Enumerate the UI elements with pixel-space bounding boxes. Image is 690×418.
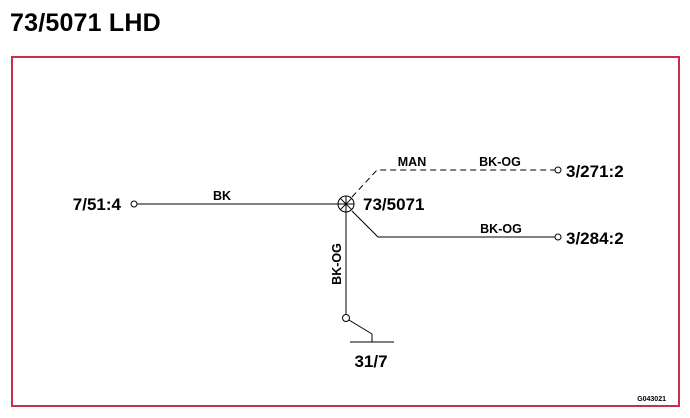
wire-left-label: BK xyxy=(213,189,231,203)
diagram-frame xyxy=(11,56,680,407)
page-title: 73/5071 LHD xyxy=(10,9,161,37)
connector-left-terminal xyxy=(130,200,138,208)
switch-arm xyxy=(348,319,373,335)
wire-top-right-dashed xyxy=(351,169,555,198)
figure-code: G043021 xyxy=(637,396,666,403)
connector-bottom-right-label: 3/284:2 xyxy=(566,229,624,248)
connector-left-label: 7/51:4 xyxy=(73,195,122,214)
wire-bottom-right xyxy=(351,210,555,238)
switch-terminal xyxy=(342,314,350,322)
connector-bottom-right-terminal xyxy=(554,233,562,241)
component-symbol xyxy=(337,195,355,213)
man-label: MAN xyxy=(398,155,426,169)
ground-icon xyxy=(350,334,394,343)
component-label: 73/5071 xyxy=(363,195,424,214)
connector-top-right-label: 3/271:2 xyxy=(566,162,624,181)
wire-bottom-right-label: BK-OG xyxy=(480,222,522,236)
connector-top-right-terminal xyxy=(554,166,562,174)
wire-vertical-label: BK-OG xyxy=(330,243,344,285)
wire-top-right-label: BK-OG xyxy=(479,155,521,169)
connector-ground-label: 31/7 xyxy=(354,352,387,371)
